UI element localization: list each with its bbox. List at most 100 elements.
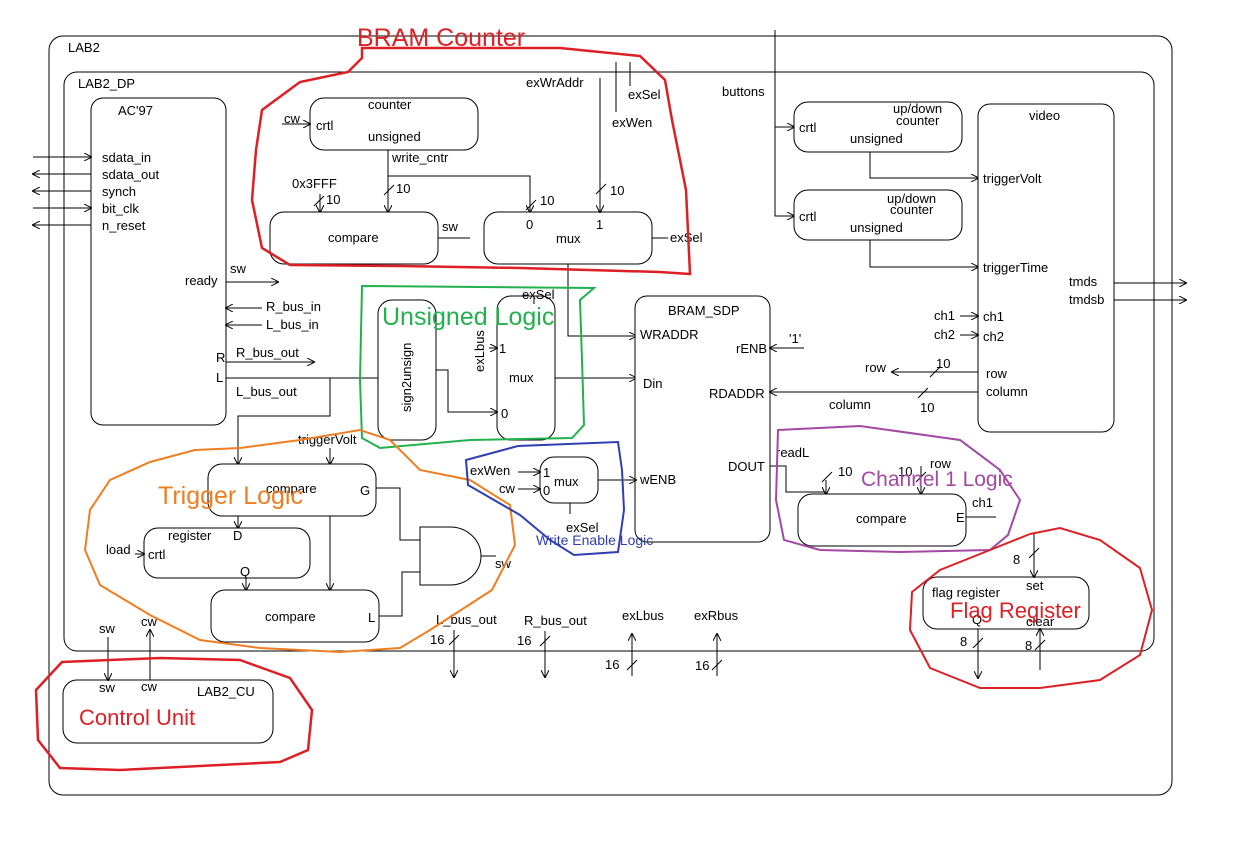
trigger-compare-g-label: compare [266, 481, 317, 496]
counter-unsigned: unsigned [368, 129, 421, 144]
trigtime-counter-updown: up/down [887, 191, 936, 206]
port-sdata-in: sdata_in [102, 150, 151, 165]
video-triggervolt: triggerVolt [983, 171, 1042, 186]
lab2-label: LAB2 [68, 40, 100, 55]
control-unit-outline [34, 656, 314, 772]
counter-title: counter [368, 97, 412, 112]
flag-q-width: 8 [960, 634, 967, 649]
trigger-compare-l-out: L [368, 610, 375, 625]
trigtime-counter-crtl: crtl [799, 209, 816, 224]
bus-exrbus-label: exRbus [694, 608, 739, 623]
ac97-block [90, 97, 227, 426]
l-bus-in-label: L_bus_in [266, 317, 319, 332]
flag-register-title: flag register [932, 585, 1001, 600]
cu-cw-out: cw [141, 679, 158, 694]
trigger-compare-l-label: compare [265, 609, 316, 624]
l-port-label: L [216, 370, 223, 385]
addr-mux-in0: 0 [526, 217, 533, 232]
trigvolt-counter-crtl: crtl [799, 120, 816, 135]
bram-counter-annot: BRAM Counter [357, 24, 525, 52]
flag-register-clear: clear [1026, 614, 1055, 629]
wen-cw: cw [499, 481, 516, 496]
ch1-compare-label: compare [856, 511, 907, 526]
ch2-in: ch2 [934, 327, 955, 342]
exsel-in: exSel [628, 87, 661, 102]
unsigned-logic-outline [358, 284, 597, 450]
write-enable-outline [464, 440, 626, 557]
ch1-compare-block [797, 493, 967, 547]
video-block [977, 103, 1115, 433]
trigger-logic-annot: Trigger Logic [158, 482, 303, 510]
dp-sw-label: sw [99, 621, 116, 636]
bus-r-out-label: R_bus_out [524, 613, 587, 628]
const-0x3fff: 0x3FFF [292, 176, 337, 191]
bram-renb: rENB [736, 341, 767, 356]
trigger-register-title: register [168, 528, 212, 543]
trigger-register-crtl: crtl [148, 547, 165, 562]
exwraddr-label: exWrAddr [526, 75, 584, 90]
video-title: video [1029, 108, 1060, 123]
ch1-compare-e: E [956, 510, 965, 525]
readl-label: readL [776, 445, 809, 460]
bram-dout: DOUT [728, 459, 765, 474]
unsigned-logic-annot: Unsigned Logic [382, 303, 554, 331]
column-out: column [829, 397, 871, 412]
flag-register-set: set [1026, 578, 1044, 593]
sign-mux-in0: 0 [501, 406, 508, 421]
video-tmdsb: tmdsb [1069, 292, 1104, 307]
lab2-dp-label: LAB2_DP [78, 76, 135, 91]
addr-mux-sel: exSel [670, 230, 703, 245]
wen-exwen: exWen [470, 463, 510, 478]
video-ch1: ch1 [983, 309, 1004, 324]
trigger-load: load [106, 542, 131, 557]
wen-mux-in0: 0 [543, 483, 550, 498]
channel1-annot: Channel 1 Logic [861, 468, 1013, 491]
wen-mux-in1: 1 [543, 465, 550, 480]
port-synch: synch [102, 184, 136, 199]
lab2-cu-block [62, 679, 274, 744]
ready-sw-label: sw [230, 261, 247, 276]
bus-r-out-width: 16 [517, 633, 531, 648]
write-cntr-label: write_cntr [391, 150, 449, 165]
trigvolt-counter-block [793, 101, 963, 153]
exwraddr-width: 10 [610, 183, 624, 198]
r-bus-out-label: R_bus_out [236, 345, 299, 360]
wen-exsel: exSel [566, 520, 599, 535]
bus-exlbus-width: 16 [605, 657, 619, 672]
ac97-title: AC'97 [118, 103, 153, 118]
sign-mux-label: mux [509, 370, 534, 385]
sign-mux-block [496, 295, 556, 441]
r-port-label: R [216, 350, 225, 365]
r-bus-in-label: R_bus_in [266, 299, 321, 314]
trigtime-counter-counter: counter [890, 202, 934, 217]
bus-exlbus-label: exLbus [622, 608, 664, 623]
port-sdata-out: sdata_out [102, 167, 159, 182]
video-ch2: ch2 [983, 329, 1004, 344]
bram-rdaddr: RDADDR [709, 386, 765, 401]
video-triggertime: triggerTime [983, 260, 1048, 275]
bram-renb-const: '1' [789, 331, 801, 346]
wen-mux-label: mux [554, 474, 579, 489]
trigger-triggervolt: triggerVolt [298, 432, 357, 447]
ch1-in: ch1 [934, 308, 955, 323]
write-enable-annot: Write Enable Logic [536, 532, 653, 548]
trigger-logic-outline [83, 428, 517, 654]
flag-register-outline [908, 526, 1154, 689]
port-n-reset: n_reset [102, 218, 146, 233]
buttons-label: buttons [722, 84, 765, 99]
row-cmp-label: row [930, 456, 952, 471]
video-row: row [986, 366, 1008, 381]
bram-counter-outline [250, 46, 692, 276]
flag-register-q: Q [972, 612, 982, 627]
trigvolt-counter-unsigned: unsigned [850, 131, 903, 146]
readl-width: 10 [838, 464, 852, 479]
port-bit-clk: bit_clk [102, 201, 139, 216]
control-unit-annot: Control Unit [79, 705, 195, 730]
bram-block [634, 295, 771, 543]
addr-mux-label: mux [556, 231, 581, 246]
lab2-cu-label: LAB2_CU [197, 684, 255, 699]
bram-wraddr: WRADDR [640, 327, 699, 342]
write-cntr-width: 10 [396, 181, 410, 196]
trigger-register-d: D [233, 528, 242, 543]
